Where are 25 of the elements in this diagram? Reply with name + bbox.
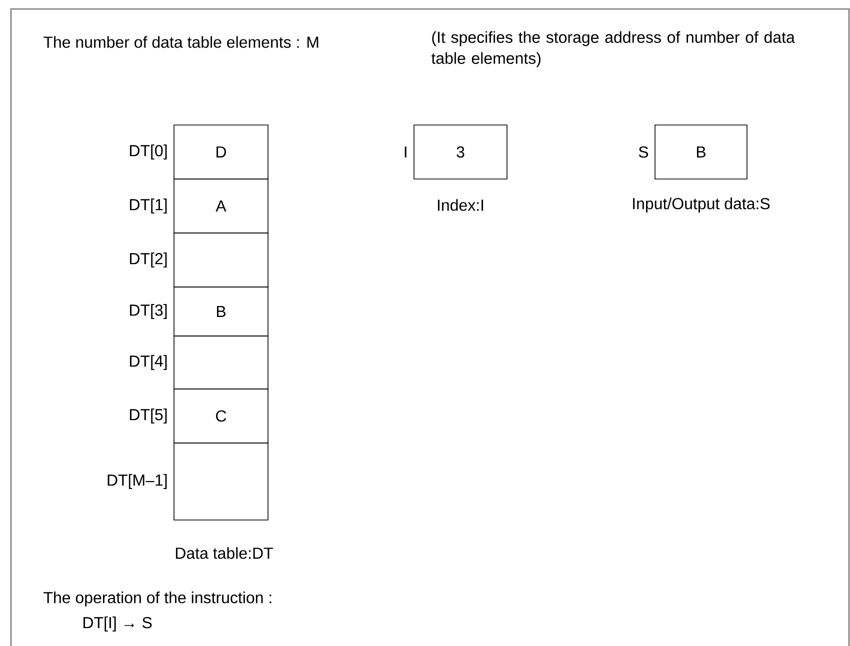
- table-cell: [174, 442, 268, 520]
- node-label: S: [638, 146, 648, 158]
- note-text: (It specifies the storage address of number of data table elements): [431, 31, 795, 68]
- table-cell: C: [174, 388, 268, 444]
- formula-text: DT[I] → S: [84, 616, 152, 632]
- node-label: Index:I: [438, 199, 484, 211]
- node-label: DT[5]: [130, 408, 167, 424]
- node-label: DT[M–1]: [108, 474, 167, 489]
- node-label: DT[0]: [130, 144, 167, 160]
- caption: Data table:DT: [176, 547, 273, 559]
- node-label: DT[1]: [130, 198, 167, 214]
- table-cell: A: [174, 178, 268, 234]
- heading-text: The number of data table elements : M: [44, 36, 318, 48]
- node-label: I: [404, 146, 406, 158]
- value-box: B: [654, 124, 748, 180]
- node-label: DT[4]: [130, 355, 167, 370]
- operation-text: The operation of the instruction :: [44, 592, 272, 606]
- node-label: DT[3]: [130, 304, 167, 319]
- table-cell: B: [174, 286, 268, 336]
- node-label: Input/Output data:S: [633, 198, 770, 212]
- table-cell: [174, 232, 268, 288]
- value-box: 3: [414, 124, 508, 180]
- table-cell: [174, 336, 268, 390]
- node-label: DT[2]: [130, 252, 167, 268]
- table-cell: D: [174, 124, 268, 180]
